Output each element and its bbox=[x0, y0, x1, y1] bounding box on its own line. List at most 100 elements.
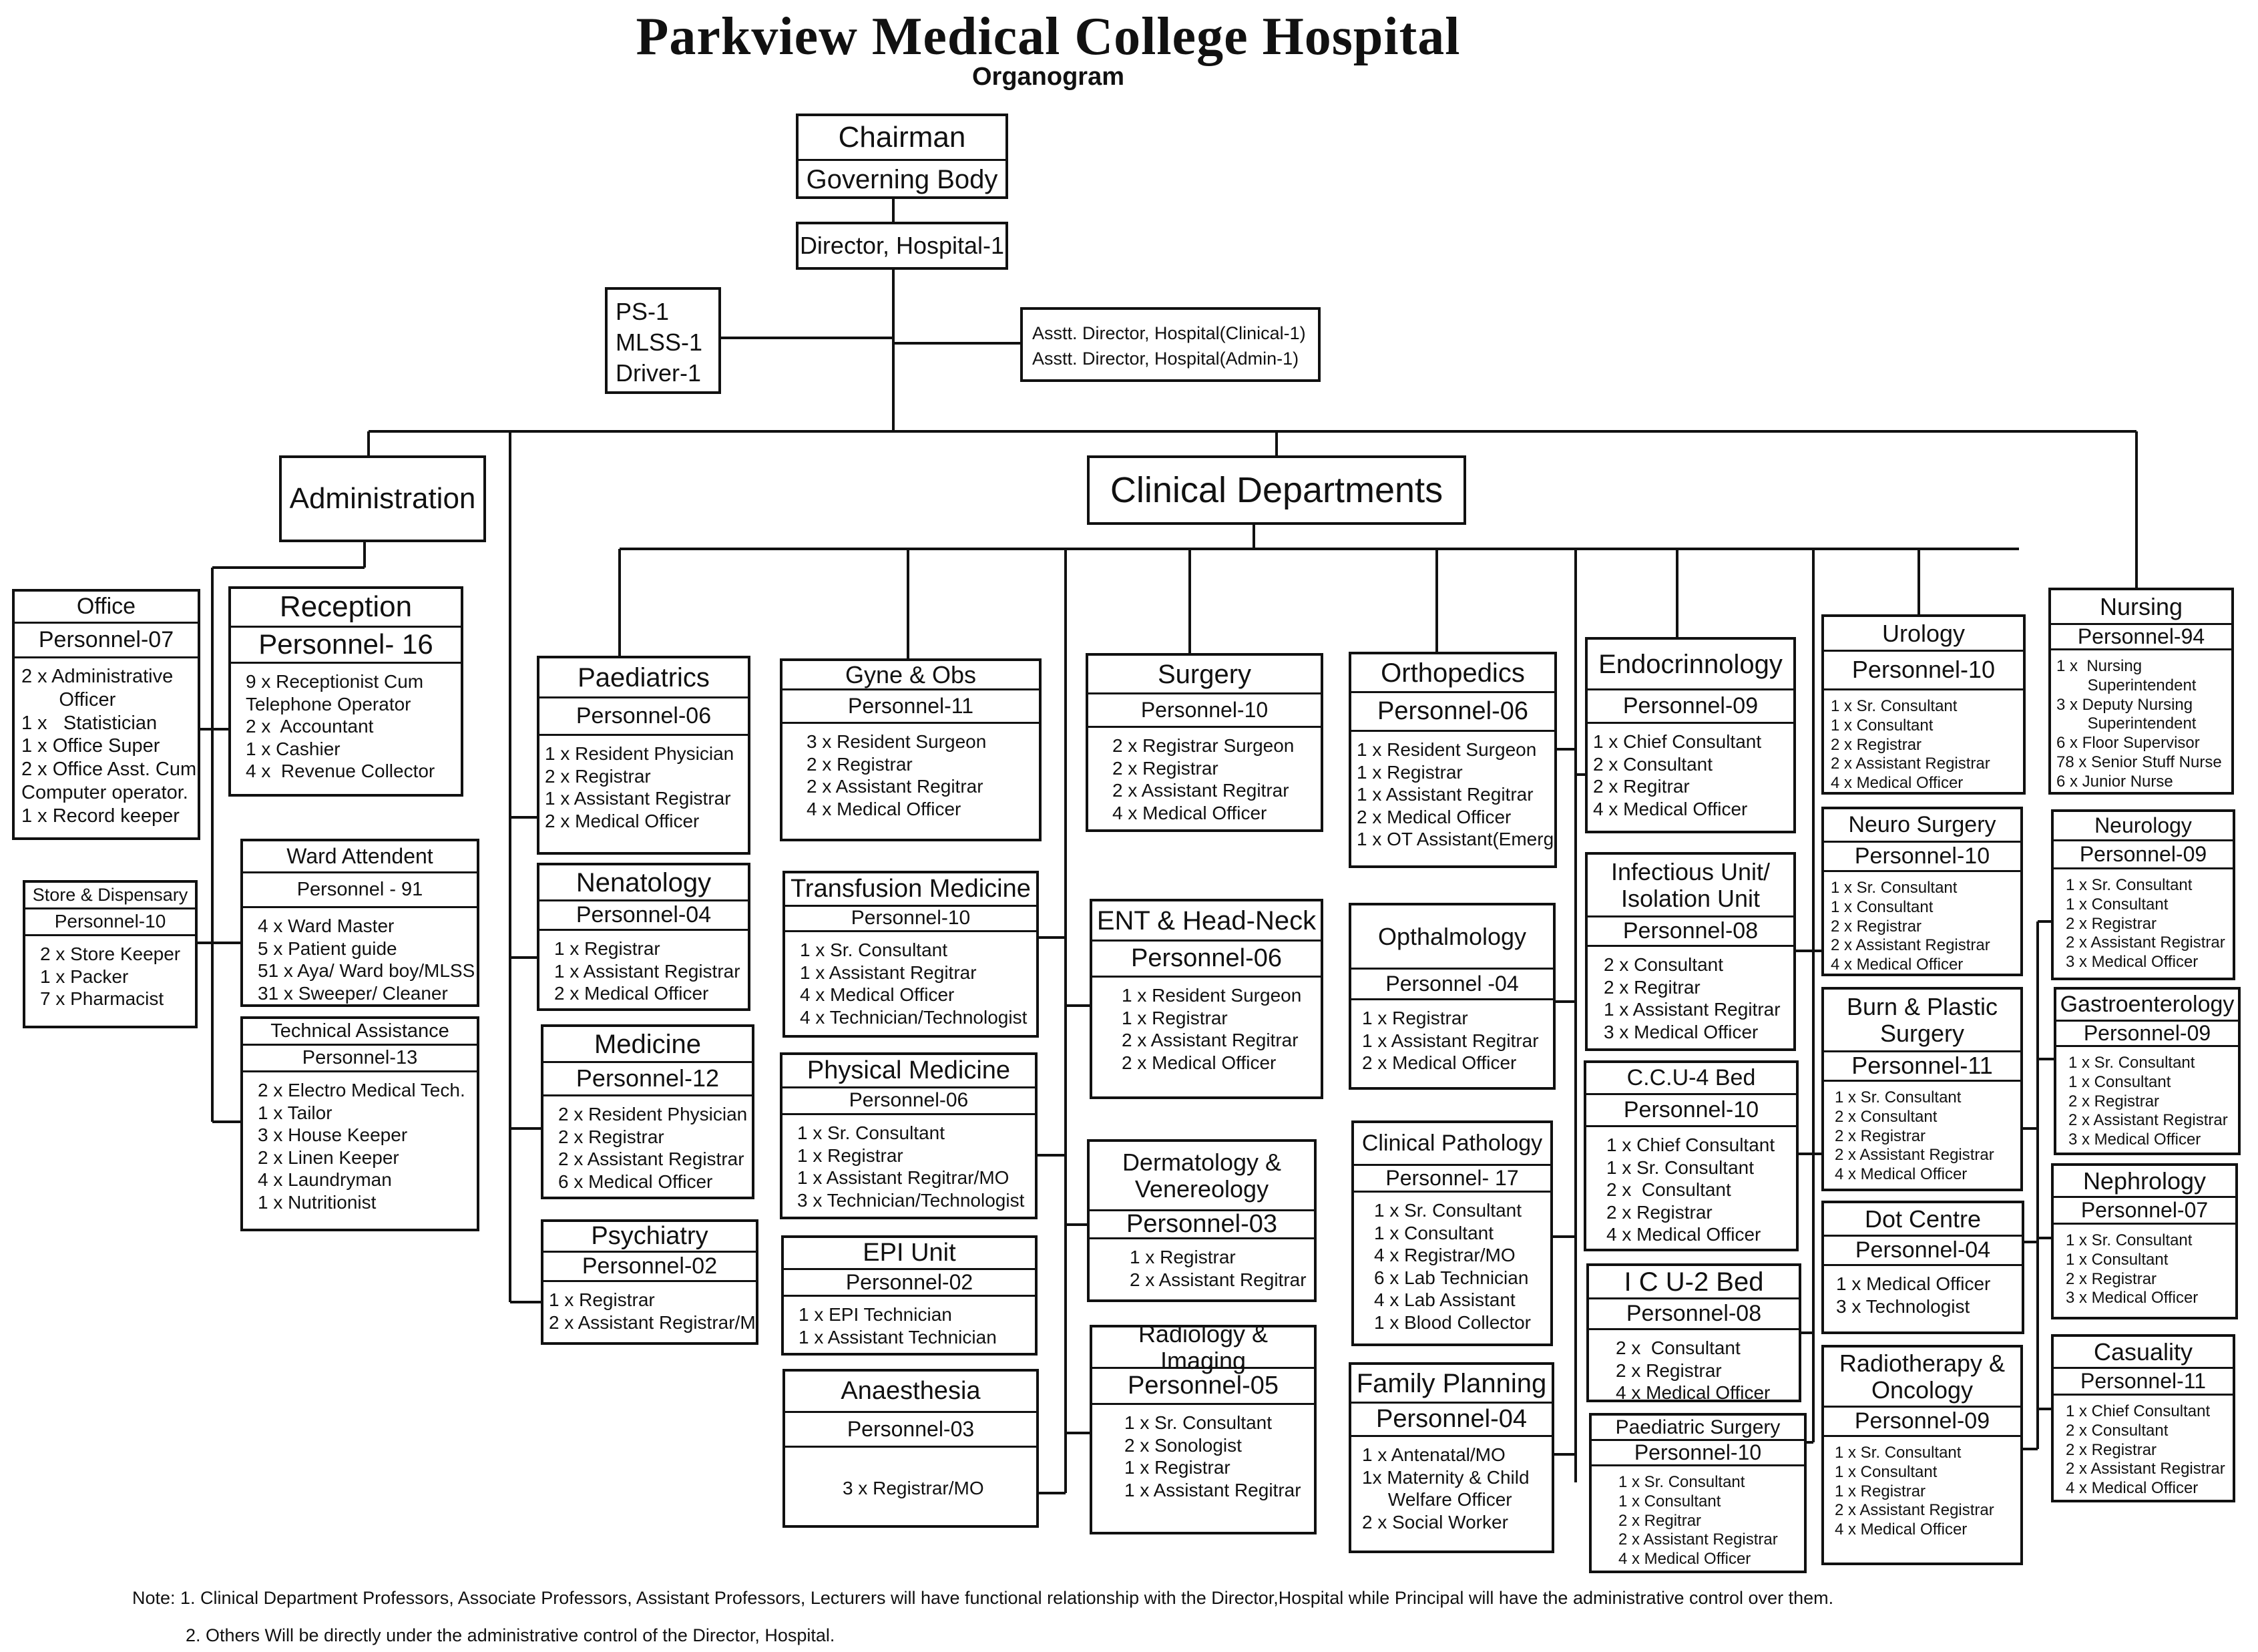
staff-item: 1 x Registrar bbox=[1122, 1007, 1228, 1028]
staff-item: Superintendent bbox=[2056, 676, 2197, 694]
staff-item: 1 x Consultant bbox=[1835, 1462, 1938, 1481]
gastro-title: Gastroenterology bbox=[2056, 990, 2238, 1022]
staff-item: 9 x Receptionist Cum bbox=[246, 671, 424, 692]
surgery-title: Surgery bbox=[1088, 656, 1321, 694]
staff-item: 2 x Registrar bbox=[2066, 1269, 2157, 1288]
store-title: Store & Dispensary bbox=[25, 883, 195, 909]
staff-item: 2 x Assistant Registrar bbox=[2066, 934, 2225, 952]
staff-item: 3 x Medical Officer bbox=[1604, 1021, 1759, 1042]
staff-item: 2 x Store Keeper bbox=[40, 944, 181, 964]
staff-item: 2 x Assistant Regitrar bbox=[1112, 780, 1289, 801]
psychiatry-personnel: Personnel-02 bbox=[543, 1253, 756, 1282]
staff-item: 2 x Registrar Surgeon bbox=[1112, 735, 1295, 756]
staff-item: 2 x Registrar bbox=[1831, 917, 1922, 936]
staff-item: 4 x Laundryman bbox=[258, 1169, 392, 1191]
staff-item: 1 x OT Assistant(Emergency) bbox=[1357, 829, 1554, 850]
radiotherapy-personnel: Personnel-09 bbox=[1824, 1408, 2020, 1437]
casuality-title: Casuality bbox=[2054, 1337, 2233, 1369]
paed_surgery-personnel: Personnel-10 bbox=[1592, 1441, 1804, 1466]
staff-item: Computer operator. bbox=[21, 781, 188, 803]
staff-item: 2 x Assistant Registrar bbox=[2068, 1111, 2228, 1130]
medicine-title: Medicine bbox=[543, 1027, 752, 1063]
staff-item: Telephone Operator bbox=[246, 693, 411, 714]
staff-item: 2 x Medical Officer bbox=[554, 983, 709, 1004]
ccu-personnel: Personnel-10 bbox=[1586, 1095, 1796, 1127]
technical-title: Technical Assistance bbox=[243, 1019, 477, 1046]
staff-item: 2 x Administrative bbox=[21, 666, 174, 687]
gyne-personnel: Personnel-11 bbox=[782, 690, 1039, 724]
icu-title: I C U-2 Bed bbox=[1589, 1266, 1799, 1299]
staff-item: 4 x Medical Officer bbox=[1618, 1550, 1751, 1569]
staff-item: 2 x Sonologist bbox=[1124, 1434, 1242, 1456]
family-title: Family Planning bbox=[1351, 1365, 1552, 1404]
staff-item: 1 x Registrar bbox=[1835, 1482, 1926, 1500]
staff-item: 2 x Office Asst. Cum bbox=[21, 759, 197, 781]
staff-item: 1 x Registrar bbox=[797, 1145, 903, 1166]
staff-item: 1 x Tailor bbox=[258, 1102, 332, 1123]
staff-item: 4 x Medical Officer bbox=[1835, 1520, 1968, 1539]
staff-item: 1 x Sr. Consultant bbox=[2066, 1231, 2193, 1249]
staff-item: 1 x Registrar bbox=[549, 1289, 655, 1310]
nursing-title: Nursing bbox=[2051, 590, 2231, 625]
anaesthesia-staff-list: 3 x Registrar/MO bbox=[785, 1448, 1036, 1502]
page-subtitle: Organogram bbox=[971, 63, 1125, 91]
asst-director-admin: Asstt. Director, Hospital(Admin-1) bbox=[1032, 349, 1299, 369]
administration-box: Administration bbox=[279, 455, 486, 542]
staff-item: 1 x Packer bbox=[40, 966, 129, 987]
staff-item: Welfare Officer bbox=[1362, 1489, 1512, 1510]
staff-item: 1 x Cashier bbox=[246, 738, 341, 759]
staff-item: 2 x Assistant Registrar bbox=[558, 1149, 744, 1170]
technical-personnel: Personnel-13 bbox=[243, 1046, 477, 1072]
staff-item: 1 x Registrar bbox=[1362, 1008, 1468, 1028]
staff-item: 1 x Registrar bbox=[1124, 1457, 1230, 1478]
asst-director-clinical: Asstt. Director, Hospital(Clinical-1) bbox=[1032, 323, 1306, 343]
staff-item: 1 x Statistician bbox=[21, 712, 158, 734]
paediatrics-personnel: Personnel-06 bbox=[539, 698, 748, 736]
staff-item: 1 x Nutritionist bbox=[258, 1191, 377, 1213]
staff-item: 2 x Regitrar bbox=[1618, 1511, 1702, 1530]
icu-personnel: Personnel-08 bbox=[1589, 1299, 1799, 1330]
staff-item: 1 x Assistant Regitrar/MO bbox=[797, 1167, 1009, 1189]
staff-item: 1 x Sr. Consultant bbox=[1618, 1473, 1745, 1491]
staff-item: 3 x Technician/Technologist bbox=[797, 1189, 1025, 1211]
staff-item: 1 x Resident Surgeon bbox=[1357, 739, 1537, 760]
neuro_surgery-personnel: Personnel-10 bbox=[1824, 843, 2020, 872]
staff-item: 1 x Sr. Consultant bbox=[1835, 1444, 1962, 1462]
staff-item: 3 x Resident Surgeon bbox=[807, 731, 987, 752]
surgery-personnel: Personnel-10 bbox=[1088, 694, 1321, 728]
staff-item: 2 x Registrar bbox=[807, 753, 913, 775]
staff-item: 2 x Assistant Regitrar bbox=[1130, 1269, 1307, 1290]
staff-item: 1 x Assistant Regitrar bbox=[1124, 1479, 1301, 1500]
ccu-title: C.C.U-4 Bed bbox=[1586, 1063, 1796, 1095]
staff-item bbox=[843, 1454, 1028, 1477]
staff-item: 1 x Sr. Consultant bbox=[1606, 1157, 1755, 1178]
staff-item: 2 x Registrar bbox=[1835, 1126, 1926, 1145]
staff-item: 3 x House Keeper bbox=[258, 1124, 408, 1146]
staff-item: 2 x Registrar bbox=[1831, 735, 1922, 754]
paediatrics-title: Paediatrics bbox=[539, 658, 748, 698]
neurology-title: Neurology bbox=[2054, 812, 2233, 841]
transfusion-title: Transfusion Medicine bbox=[785, 873, 1036, 907]
staff-item: 3 x Deputy Nursing bbox=[2056, 695, 2193, 714]
